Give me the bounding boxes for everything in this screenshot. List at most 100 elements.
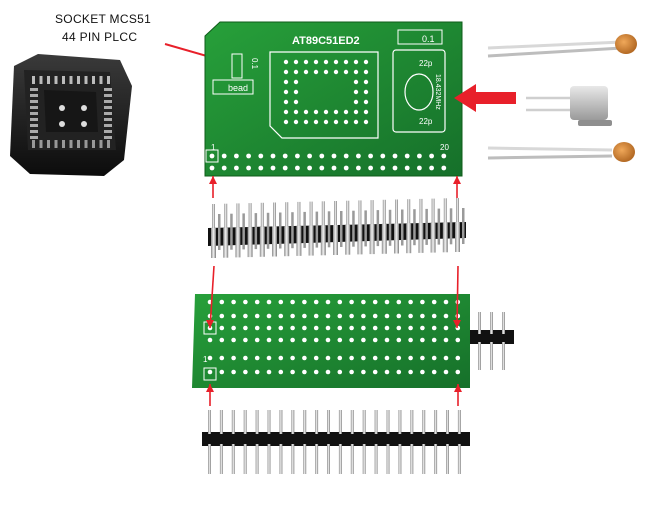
- adapter-hole: [254, 325, 260, 331]
- header-pin: [346, 200, 350, 227]
- adapter-hole: [219, 299, 225, 305]
- header-pin: [333, 225, 338, 255]
- socket-contact: [62, 140, 65, 148]
- header-pin: [364, 210, 367, 247]
- header-hole: [270, 165, 276, 171]
- adapter-hole: [349, 299, 354, 305]
- header-hole: [221, 153, 227, 159]
- socket-contact: [30, 124, 38, 127]
- adapter-hole: [349, 337, 354, 343]
- header-hole: [270, 153, 276, 159]
- adapter-pin-1-label: 1: [203, 355, 208, 364]
- lower-header-pin: [279, 410, 283, 434]
- adapter-hole: [361, 299, 366, 305]
- header-pin: [297, 201, 301, 228]
- adapter-hole: [313, 325, 319, 331]
- adapter-hole: [266, 369, 272, 375]
- adapter-hole: [396, 369, 402, 375]
- crystal-outline: [404, 73, 434, 111]
- header-pin: [394, 223, 399, 254]
- socket-contact: [92, 140, 95, 148]
- socket-contact: [104, 88, 112, 91]
- socket-contact: [77, 76, 80, 84]
- socket-hole: [59, 105, 65, 111]
- side-pin-header: [470, 312, 514, 370]
- adapter-hole: [384, 313, 390, 319]
- adapter-hole: [278, 325, 284, 331]
- board-hole: [363, 69, 369, 75]
- connection-arrow-line: [456, 265, 459, 329]
- adapter-hole: [313, 369, 319, 375]
- header-pin: [370, 200, 374, 227]
- lower-header-pin: [374, 410, 378, 434]
- adapter-hole: [443, 337, 449, 343]
- lower-header-pin: [350, 444, 354, 474]
- header-hole: [417, 153, 422, 159]
- socket-contact: [54, 140, 58, 148]
- adapter-hole: [266, 325, 272, 331]
- socket-contact: [54, 76, 58, 84]
- board-hole: [353, 109, 359, 115]
- lower-header-pin: [303, 410, 307, 434]
- socket-hole: [81, 105, 87, 111]
- header-pin: [418, 222, 424, 253]
- connection-arrows: [206, 176, 462, 406]
- adapter-hole: [325, 337, 331, 343]
- adapter-hole: [302, 299, 307, 305]
- lower-header-pin: [398, 444, 402, 474]
- lower-header-pin: [208, 410, 211, 434]
- lower-header-pin: [327, 410, 330, 434]
- socket-contact: [39, 140, 43, 148]
- adapter-hole: [278, 369, 284, 375]
- bead-label: bead: [228, 83, 248, 93]
- adapter-hole: [231, 369, 236, 375]
- socket-contact: [104, 112, 112, 115]
- lower-header-pin: [350, 410, 354, 434]
- adapter-hole: [396, 337, 402, 343]
- adapter-hole: [443, 325, 449, 331]
- lower-header-pin: [255, 410, 259, 434]
- socket-contact: [30, 88, 38, 91]
- adapter-hole: [219, 355, 225, 361]
- adapter-hole: [384, 299, 390, 305]
- header-pin: [437, 208, 441, 245]
- header-hole: [404, 153, 410, 159]
- board-hole: [333, 109, 339, 115]
- header-pin: [272, 226, 277, 257]
- board-hole: [323, 59, 329, 65]
- header-pin: [443, 198, 447, 225]
- crystal-label: 18.432MHz: [434, 74, 441, 110]
- header-hole: [380, 165, 386, 171]
- socket-contact: [77, 140, 80, 148]
- adapter-hole: [254, 355, 260, 361]
- header-hole: [282, 165, 288, 171]
- board-pin-1-label: 1: [211, 143, 216, 152]
- socket-contact: [84, 76, 88, 84]
- lower-header-pin: [279, 444, 283, 474]
- lower-header-pin: [410, 410, 414, 434]
- header-hole: [343, 153, 349, 159]
- adapter-hole: [372, 337, 378, 343]
- socket-label-line2: 44 PIN PLCC: [62, 30, 138, 44]
- adapter-hole: [431, 299, 437, 305]
- side-header-pin: [478, 312, 481, 334]
- header-pin: [308, 225, 314, 256]
- header-pin: [401, 209, 404, 246]
- adapter-hole: [337, 369, 343, 375]
- header-pin: [352, 210, 355, 247]
- header-pin: [381, 223, 387, 254]
- adapter-hole: [243, 355, 248, 361]
- lower-header-pin: [422, 444, 426, 474]
- header-pin: [223, 227, 229, 258]
- side-header-pin: [502, 312, 505, 334]
- board-hole: [313, 109, 319, 115]
- socket-contact: [30, 130, 38, 133]
- socket-contact: [69, 76, 73, 84]
- adapter-hole: [290, 299, 295, 305]
- header-hole: [307, 153, 312, 159]
- socket-contacts: [30, 76, 112, 148]
- board-hole: [303, 69, 309, 75]
- header-hole: [429, 153, 434, 159]
- top-cap-outline: [397, 29, 443, 45]
- adapter-hole: [231, 337, 236, 343]
